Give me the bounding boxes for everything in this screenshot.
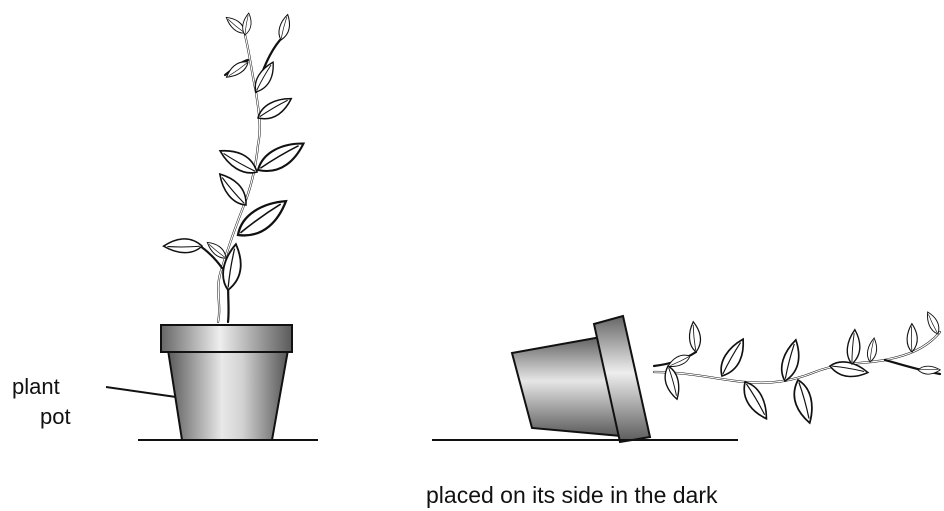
plant-pot-pointer-line (105, 386, 177, 398)
plant-pot-label-line2: pot (40, 404, 71, 429)
plant-pot-label-line1: plant (12, 374, 60, 399)
upright-plant (138, 12, 318, 441)
sideways-caption: placed on its side in the dark (426, 482, 718, 508)
sideways-pot (510, 314, 652, 444)
upright-plant-pot (160, 324, 293, 441)
upright-plant-leaves (162, 12, 309, 293)
sideways-plant-leaves (662, 310, 941, 424)
sideways-plant (432, 310, 942, 444)
